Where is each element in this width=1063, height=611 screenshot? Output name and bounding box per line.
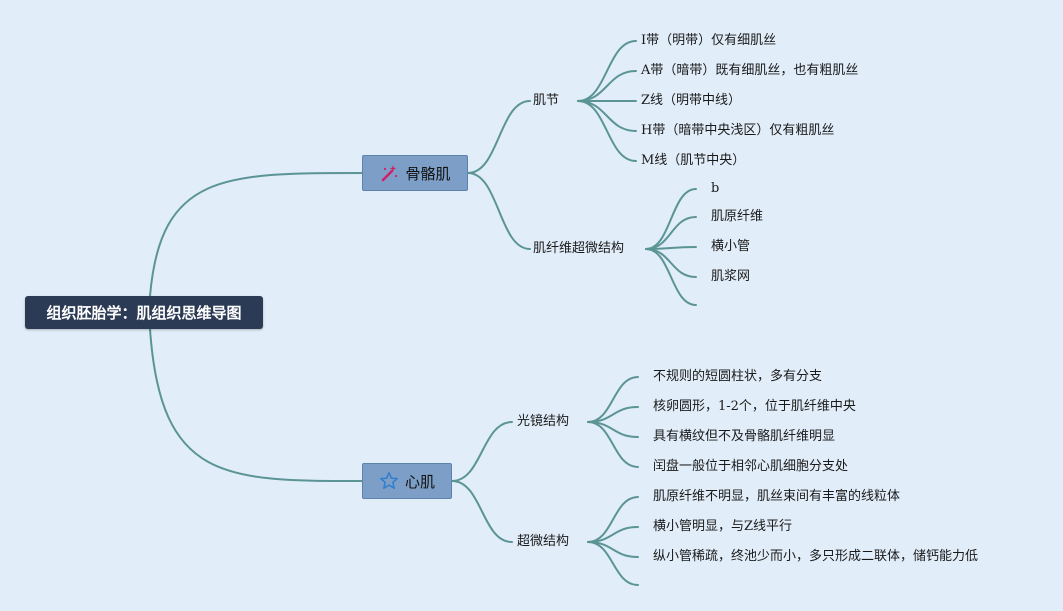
magic-wand-icon xyxy=(382,165,398,182)
leaf-myofibril[interactable]: 肌原纤维 xyxy=(711,209,764,224)
connector-root-cardiac xyxy=(149,328,363,482)
connector-ultra-leaf-4 xyxy=(645,248,697,306)
root-topic-label: 组织胚胎学：肌组织思维导图 xyxy=(46,304,242,322)
topic-sarcomere[interactable]: 肌节 xyxy=(533,93,560,108)
connector-skeletal-sarcomere xyxy=(467,100,531,174)
connector-sarcomere-leaf-0 xyxy=(577,40,637,102)
leaf-m-line[interactable]: M线（肌节中央） xyxy=(641,153,746,168)
connector-cardiac-ultra xyxy=(451,480,513,543)
leaf-b[interactable]: b xyxy=(711,181,720,196)
leaf-z-line[interactable]: Z线（明带中线） xyxy=(641,93,742,108)
connector-sarcomere-leaf-3 xyxy=(577,100,637,132)
connector-ultra-leaf-3 xyxy=(645,248,697,278)
topic-myofiber-ultrastructure[interactable]: 肌纤维超微结构 xyxy=(533,241,625,256)
branch-skeletal-muscle-label: 骨骼肌 xyxy=(405,164,451,183)
leaf-i-band[interactable]: I带（明带）仅有细肌丝 xyxy=(641,33,777,48)
branch-skeletal-muscle[interactable]: 骨骼肌 xyxy=(362,155,468,191)
connector-sarcomere-leaf-1 xyxy=(577,70,637,102)
root-topic[interactable]: 组织胚胎学：肌组织思维导图 xyxy=(25,296,263,329)
connector-cardiac-light xyxy=(451,421,513,482)
branch-cardiac-muscle-label: 心肌 xyxy=(404,472,435,491)
topic-light-microscopy[interactable]: 光镜结构 xyxy=(517,414,570,429)
star-icon xyxy=(380,472,398,489)
topic-ultrastructure[interactable]: 超微结构 xyxy=(517,534,570,549)
leaf-longitudinal-tubule[interactable]: 纵小管稀疏，终池少而小，多只形成二联体，储钙能力低 xyxy=(653,549,979,564)
leaf-cylinder-shape[interactable]: 不规则的短圆柱状，多有分支 xyxy=(653,369,823,384)
leaf-sarcoplasmic-reticulum[interactable]: 肌浆网 xyxy=(711,269,751,284)
leaf-nucleus[interactable]: 核卵圆形，1-2个，位于肌纤维中央 xyxy=(653,399,856,414)
connector-root-skeletal xyxy=(149,172,363,297)
leaf-mitochondria[interactable]: 肌原纤维不明显，肌丝束间有丰富的线粒体 xyxy=(653,489,901,504)
leaf-transverse-tubule[interactable]: 横小管 xyxy=(711,239,751,254)
leaf-t-tubule-parallel[interactable]: 横小管明显，与Z线平行 xyxy=(653,519,793,534)
branch-cardiac-muscle[interactable]: 心肌 xyxy=(362,463,452,499)
connector-cardiac-ultra-leaf-3 xyxy=(587,541,639,586)
leaf-intercalated-disc[interactable]: 闰盘一般位于相邻心肌细胞分支处 xyxy=(653,459,849,474)
leaf-striation[interactable]: 具有横纹但不及骨骼肌纤维明显 xyxy=(653,429,836,444)
connector-ultra-leaf-1 xyxy=(645,216,697,250)
connector-skeletal-ultrastructure xyxy=(467,172,531,250)
connector-sarcomere-leaf-4 xyxy=(577,100,637,162)
leaf-a-band[interactable]: A带（暗带）既有细肌丝，也有粗肌丝 xyxy=(641,63,859,78)
connector-light-leaf-3 xyxy=(587,421,639,468)
leaf-h-band[interactable]: H带（暗带中央浅区）仅有粗肌丝 xyxy=(641,123,835,138)
